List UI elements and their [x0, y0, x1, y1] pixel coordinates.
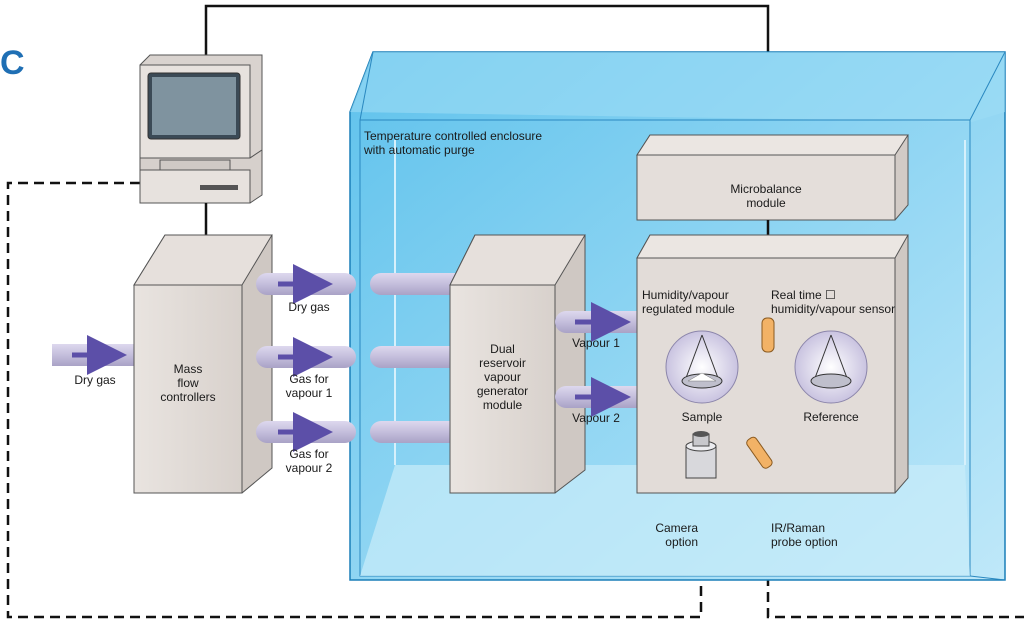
camera-icon — [685, 431, 717, 479]
gas-vapour1-label: Gas for vapour 1 — [285, 372, 333, 400]
microbalance-module-box — [636, 134, 909, 221]
dry-gas-input-tube — [52, 335, 138, 375]
camera-label: Camera option — [655, 521, 698, 549]
vapour2-label: Vapour 2 — [572, 411, 620, 425]
panel-letter: C — [0, 44, 25, 82]
microbalance-label: Microbalance module — [730, 182, 802, 210]
mfc-output-tubes — [256, 264, 356, 452]
reference-label: Reference — [803, 410, 859, 424]
gas-vapour2-label: Gas for vapour 2 — [285, 447, 333, 475]
vapour-generator-box — [449, 234, 586, 494]
camera-dashed-cable — [6, 181, 703, 619]
sample-label: Sample — [681, 410, 723, 424]
vapour-generator-label: Dual reservoir vapour generator module — [476, 342, 529, 412]
generator-input-stubs — [370, 273, 465, 443]
mass-flow-controllers-box — [133, 234, 273, 494]
sample-pan — [665, 330, 739, 404]
probe-dashed-cable — [766, 480, 1024, 619]
ir-raman-probe — [746, 436, 773, 469]
vapour1-label: Vapour 1 — [572, 336, 620, 350]
vapour-tubes — [555, 302, 650, 417]
probe-label: IR/Raman probe option — [771, 521, 838, 549]
mass-flow-controllers-label: Mass flow controllers — [160, 362, 216, 404]
dry-gas-output-label: Dry gas — [288, 300, 330, 314]
enclosure-label: Temperature controlled enclosure with au… — [364, 129, 543, 157]
dry-gas-input-label: Dry gas — [74, 373, 116, 387]
reference-pan — [794, 330, 868, 404]
humidity-sensor — [761, 317, 775, 353]
sensor-label: Real time ☐ humidity/vapour sensor — [771, 288, 896, 316]
computer — [139, 54, 263, 204]
humidity-module-label: Humidity/vapour regulated module — [642, 288, 735, 316]
